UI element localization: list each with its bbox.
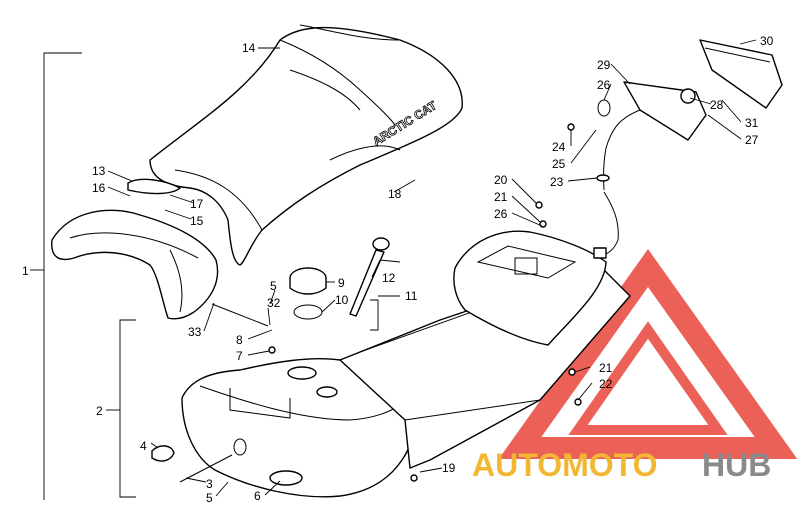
gauge-port bbox=[316, 386, 338, 398]
seat-base bbox=[339, 230, 631, 469]
callout-13: 13 bbox=[92, 164, 106, 178]
seat-rear-bracket bbox=[51, 209, 219, 320]
seat-trim bbox=[127, 178, 181, 195]
callout-5-upper: 5 bbox=[270, 279, 277, 293]
callout-24: 24 bbox=[552, 140, 566, 154]
connector bbox=[593, 247, 607, 259]
callout-3: 3 bbox=[206, 477, 213, 491]
seat-cover bbox=[149, 26, 463, 266]
assembly-brackets bbox=[30, 52, 400, 500]
callout-29: 29 bbox=[597, 58, 611, 72]
tail-housing bbox=[623, 81, 707, 141]
fuel-gauge bbox=[349, 237, 401, 317]
callout-27: 27 bbox=[745, 133, 759, 147]
callout-19: 19 bbox=[442, 461, 456, 475]
callout-6: 6 bbox=[254, 489, 261, 503]
callout-8: 8 bbox=[236, 333, 243, 347]
callout-31: 31 bbox=[745, 116, 759, 130]
callout-23: 23 bbox=[550, 175, 564, 189]
callout-11: 11 bbox=[405, 289, 418, 303]
watermark-triangle bbox=[498, 249, 798, 459]
watermark-inner-triangle bbox=[568, 321, 728, 435]
callout-30: 30 bbox=[760, 34, 774, 48]
bracket-body bbox=[51, 209, 219, 320]
callout-33: 33 bbox=[188, 325, 202, 339]
fasteners bbox=[151, 123, 582, 483]
callout-2: 2 bbox=[96, 404, 103, 418]
callout-5-lower: 5 bbox=[206, 491, 213, 505]
seat: ARCTIC CAT bbox=[127, 24, 463, 266]
callout-18: 18 bbox=[388, 187, 402, 201]
callout-17: 17 bbox=[190, 197, 204, 211]
callout-10: 10 bbox=[335, 293, 349, 307]
callout-21-upper: 21 bbox=[494, 190, 508, 204]
callout-9: 9 bbox=[338, 276, 345, 290]
watermark-logo bbox=[498, 249, 798, 459]
taillight-assembly bbox=[593, 39, 783, 259]
callout-15: 15 bbox=[190, 214, 204, 228]
callout-26-lower: 26 bbox=[494, 207, 508, 221]
grommet bbox=[596, 174, 610, 182]
bulb bbox=[680, 88, 696, 104]
storage-box bbox=[453, 230, 607, 346]
callout-numbers: 1 2 3 4 5 5 6 7 8 9 10 11 12 13 14 15 16… bbox=[22, 34, 774, 505]
callout-4: 4 bbox=[140, 439, 147, 453]
tail-lens bbox=[699, 39, 783, 109]
gasket bbox=[293, 304, 323, 320]
filler-neck bbox=[287, 366, 317, 380]
watermark-text-automoto: AUTOMOTO bbox=[472, 447, 657, 483]
callout-25: 25 bbox=[552, 157, 566, 171]
callout-1: 1 bbox=[22, 264, 29, 278]
callout-28: 28 bbox=[710, 98, 724, 112]
callout-22: 22 bbox=[599, 377, 613, 391]
callout-32: 32 bbox=[267, 296, 281, 310]
callout-7: 7 bbox=[236, 349, 243, 363]
callout-12: 12 bbox=[382, 271, 396, 285]
callout-14: 14 bbox=[242, 41, 256, 55]
callout-16: 16 bbox=[92, 181, 106, 195]
fuel-cap bbox=[289, 267, 327, 320]
tank-label-plate bbox=[269, 470, 303, 486]
callout-21-lower: 21 bbox=[599, 361, 613, 375]
leader-lines bbox=[107, 39, 757, 497]
callout-26-upper: 26 bbox=[597, 78, 611, 92]
watermark-text-hub: HUB bbox=[702, 447, 771, 483]
callout-20: 20 bbox=[494, 173, 508, 187]
watermark-brand: AUTOMOTO HUB bbox=[472, 447, 771, 483]
